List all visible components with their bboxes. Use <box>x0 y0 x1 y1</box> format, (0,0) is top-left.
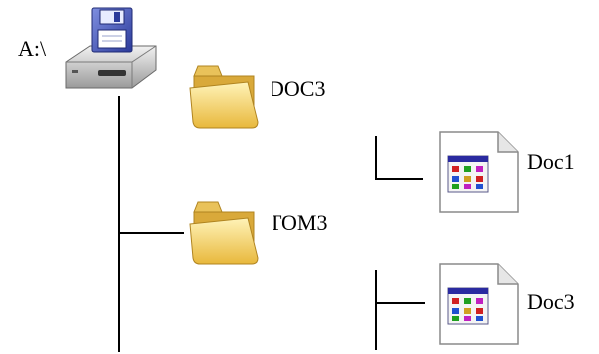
doc3-vertical-line <box>375 270 377 350</box>
folder-icon <box>189 65 259 129</box>
doc1-vertical-line <box>375 136 377 180</box>
document-file-icon <box>439 263 519 345</box>
doc1-horizontal-line <box>375 178 423 180</box>
folder-label-doc3: DOC3 <box>268 76 326 101</box>
branch-line-tom3 <box>118 232 184 234</box>
folder-label-clip <box>262 72 272 106</box>
folder-icon <box>189 201 259 265</box>
floppy-drive-icon <box>65 7 157 89</box>
document-file-icon <box>439 131 519 213</box>
tree-trunk-line <box>118 96 120 352</box>
drive-label: A:\ <box>18 36 47 61</box>
drive-label-clip <box>50 30 66 64</box>
folder-label-clip <box>262 206 273 240</box>
folder-label-tom3: TOM3 <box>268 210 328 235</box>
file-label-doc3: Doc3 <box>527 289 575 314</box>
doc3-horizontal-line <box>375 302 425 304</box>
file-label-doc1: Doc1 <box>527 149 575 174</box>
